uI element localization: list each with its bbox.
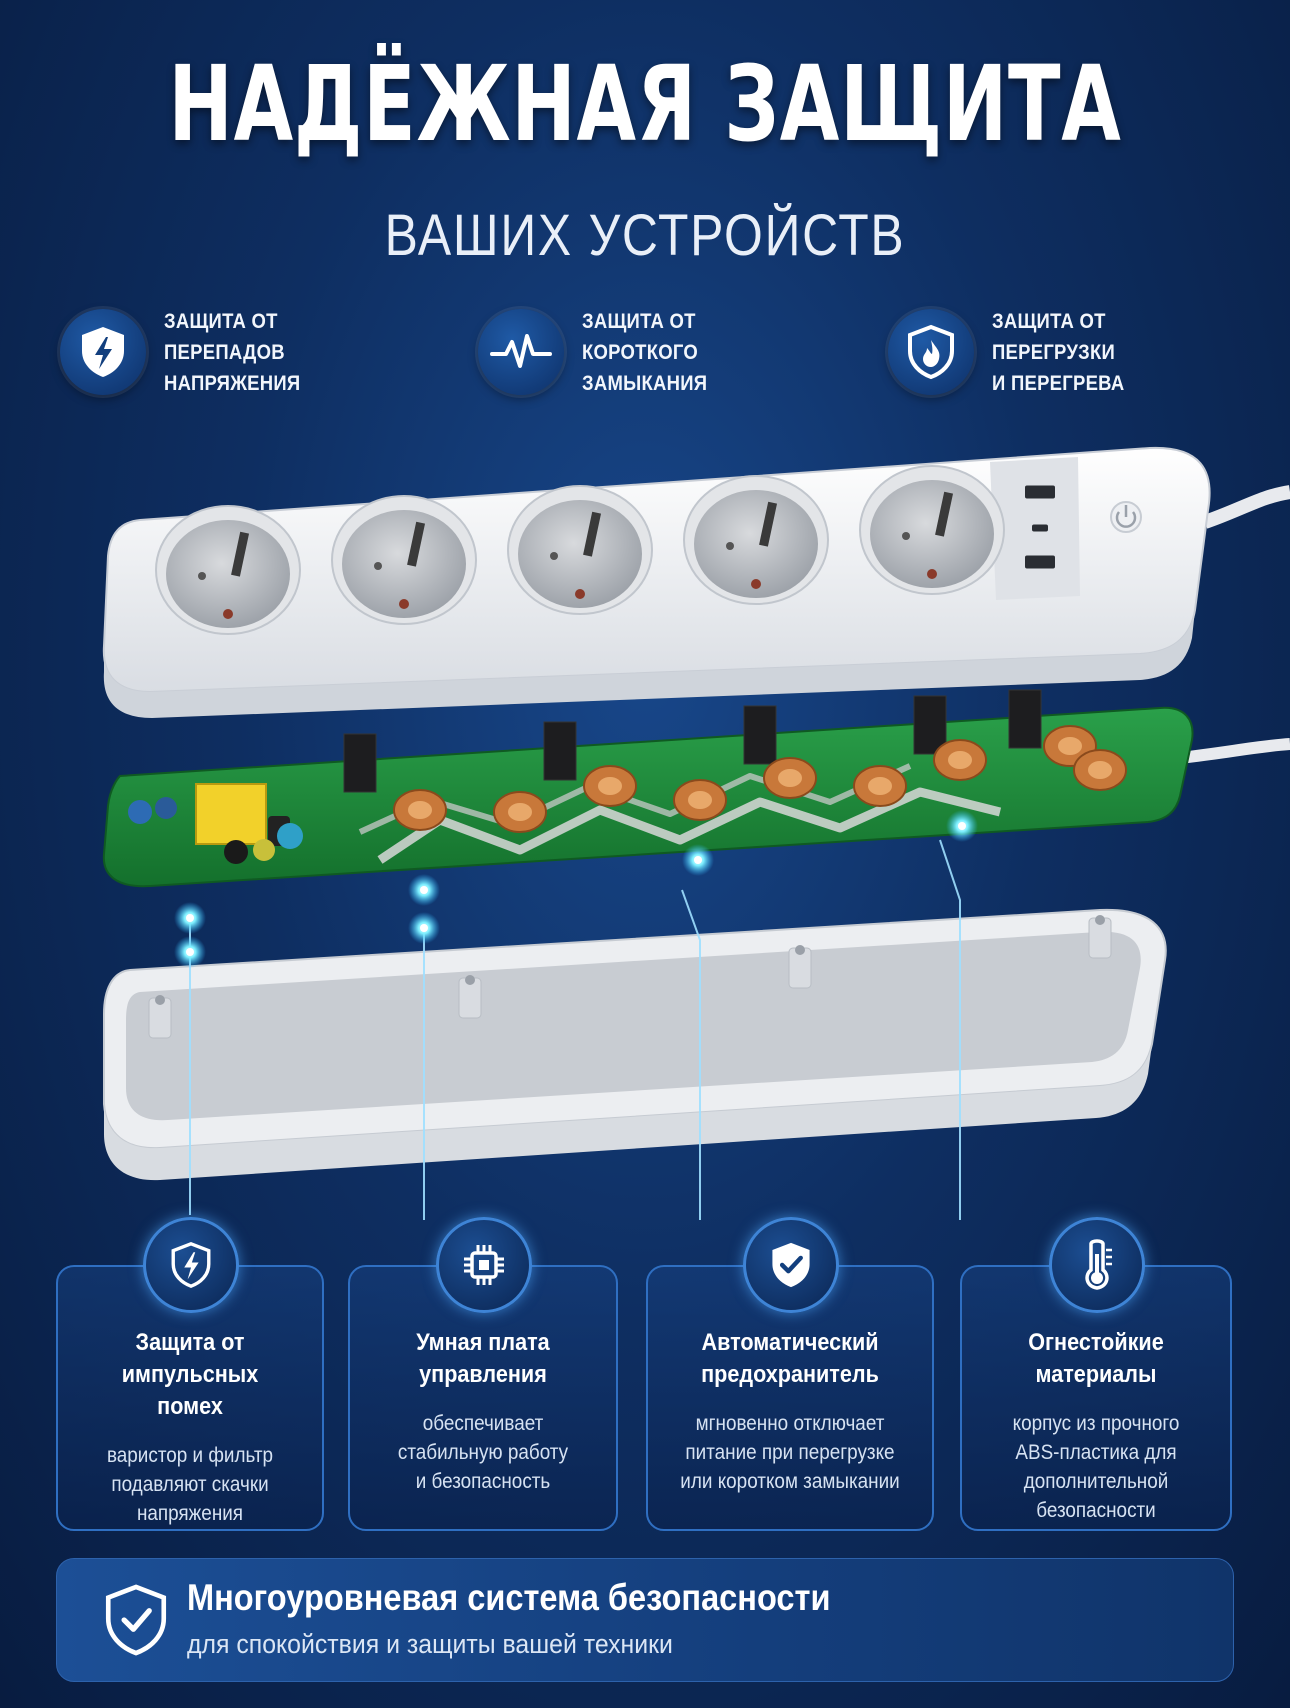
shield-lightning-icon <box>143 1217 239 1313</box>
copper-contact <box>583 765 637 807</box>
screw-hole <box>155 995 165 1005</box>
socket <box>859 465 1005 595</box>
socket-group <box>155 465 1005 635</box>
copper-contact <box>673 779 727 821</box>
card-impulse: Защита от импульсных помех варистор и фи… <box>56 1217 324 1531</box>
usb-a-port-icon <box>1025 555 1055 569</box>
copper-contact <box>393 789 447 831</box>
chip-icon <box>436 1217 532 1313</box>
shield-check-icon <box>743 1217 839 1313</box>
thermometer-icon <box>1049 1217 1145 1313</box>
copper-contact <box>763 757 817 799</box>
copper-contact <box>1073 749 1127 791</box>
transformer <box>195 783 267 845</box>
glow-core <box>420 924 428 932</box>
callout-lines <box>189 839 961 1220</box>
shield-flame-icon <box>888 309 974 395</box>
glow-core <box>186 948 194 956</box>
feature-overload: ЗАЩИТА ОТ ПЕРЕГРУЗКИ И ПЕРЕГРЕВА <box>888 309 1252 395</box>
glow-core <box>420 886 428 894</box>
card-smart-board: Умная плата управления обеспечивает стаб… <box>348 1217 618 1531</box>
screw-hole <box>465 975 475 985</box>
relay-group <box>343 689 1042 793</box>
safety-banner: Многоуровневая система безопасности для … <box>56 1558 1234 1682</box>
card-breaker-title: Автоматический предохранитель <box>701 1329 879 1388</box>
card-impulse-title: Защита от импульсных помех <box>121 1329 259 1420</box>
socket <box>683 475 829 605</box>
screw-hole <box>1095 915 1105 925</box>
shield-lightning-icon <box>60 309 146 395</box>
usb-a-port-icon <box>1025 485 1055 499</box>
pulse-wave-icon <box>478 309 564 395</box>
card-smart-board-title: Умная плата управления <box>416 1329 550 1388</box>
copper-contact <box>933 739 987 781</box>
card-fireproof-desc: корпус из прочного ABS-пластика для допо… <box>1012 1412 1180 1522</box>
card-impulse-desc: варистор и фильтр подавляют скачки напря… <box>106 1444 274 1525</box>
mounting-posts <box>148 915 1112 1039</box>
screw-hole <box>795 945 805 955</box>
card-smart-board-desc: обеспечивает стабильную работу и безопас… <box>397 1412 569 1493</box>
copper-contacts <box>393 725 1127 833</box>
page-title: НАДЁЖНАЯ ЗАЩИТА <box>168 43 1122 165</box>
card-fireproof: Огнестойкие материалы корпус из прочного… <box>960 1217 1232 1531</box>
feature-short-circuit-label: ЗАЩИТА ОТ КОРОТКОГО ЗАМЫКАНИЯ <box>582 309 708 395</box>
glow-core <box>186 914 194 922</box>
page-subtitle: ВАШИХ УСТРОЙСТВ <box>384 203 906 268</box>
socket <box>155 505 301 635</box>
shield-check-icon <box>99 1583 173 1657</box>
copper-contact <box>493 791 547 833</box>
feature-short-circuit: ЗАЩИТА ОТ КОРОТКОГО ЗАМЫКАНИЯ <box>478 309 842 395</box>
usb-c-port-icon <box>1032 524 1048 532</box>
glow-points <box>174 810 978 968</box>
socket <box>507 485 653 615</box>
relay <box>743 705 777 765</box>
card-breaker: Автоматический предохранитель мгновенно … <box>646 1217 934 1531</box>
feature-surge-label: ЗАЩИТА ОТ ПЕРЕПАДОВ НАПРЯЖЕНИЯ <box>164 309 301 395</box>
copper-contact <box>853 765 907 807</box>
socket <box>331 495 477 625</box>
usb-ports <box>1025 485 1055 569</box>
bottom-housing <box>103 908 1167 1181</box>
power-cable <box>1202 485 1290 529</box>
glow-core <box>958 822 966 830</box>
card-fireproof-title: Огнестойкие материалы <box>1028 1329 1164 1388</box>
relay <box>1008 689 1042 749</box>
feature-surge: ЗАЩИТА ОТ ПЕРЕПАДОВ НАПРЯЖЕНИЯ <box>60 309 424 395</box>
banner-subtitle: для спокойствия и защиты вашей техники <box>187 1629 673 1659</box>
feature-overload-label: ЗАЩИТА ОТ ПЕРЕГРУЗКИ И ПЕРЕГРЕВА <box>992 309 1125 395</box>
relay <box>913 695 947 755</box>
glow-core <box>694 856 702 864</box>
power-strip-illustration <box>102 446 1290 1220</box>
banner-title: Многоуровневая система безопасности <box>187 1577 831 1618</box>
relay <box>343 733 377 793</box>
relay <box>543 721 577 781</box>
card-breaker-desc: мгновенно отключает питание при перегруз… <box>680 1412 900 1493</box>
